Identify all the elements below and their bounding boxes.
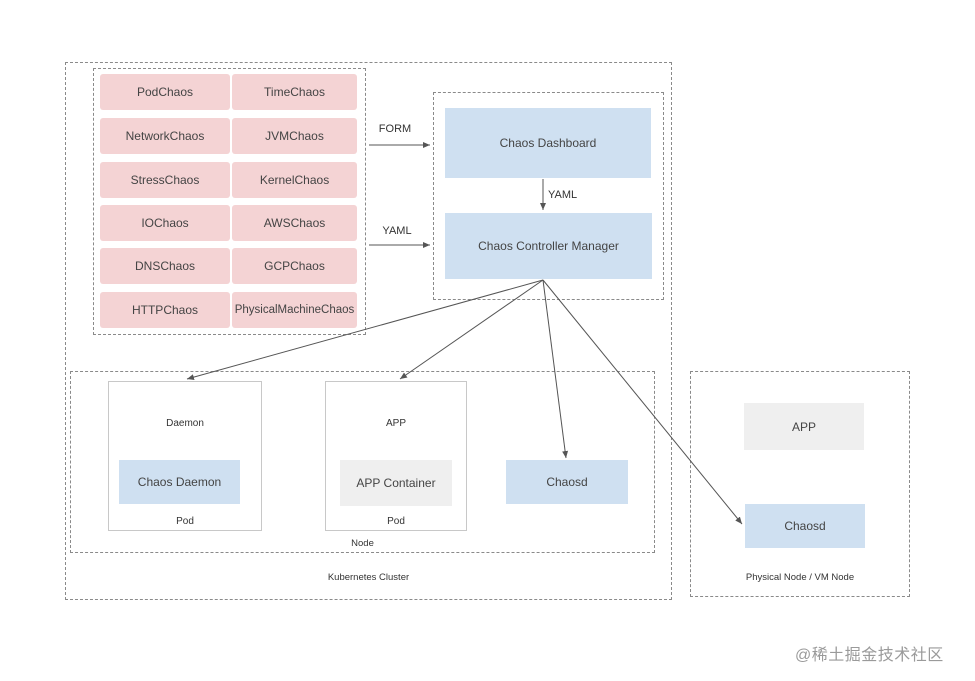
kubernetes-cluster-label: Kubernetes Cluster xyxy=(327,572,410,583)
chaos-type-physical-machine: PhysicalMachineChaos xyxy=(232,292,357,328)
chaos-type-kernel: KernelChaos xyxy=(232,162,357,198)
chaos-dashboard: Chaos Dashboard xyxy=(445,108,651,178)
kubernetes-cluster-boundary xyxy=(65,62,672,600)
chaos-type-aws: AWSChaos xyxy=(232,205,357,241)
app-pod-footer: Pod xyxy=(387,516,405,527)
chaos-types-group xyxy=(93,68,366,335)
yaml-edge-label-mid: YAML xyxy=(548,189,578,201)
node-boundary xyxy=(70,371,655,553)
yaml-edge-label-left: YAML xyxy=(382,225,412,237)
daemon-pod-title: Daemon xyxy=(166,418,204,429)
chaos-type-dns: DNSChaos xyxy=(100,248,230,284)
controller-group xyxy=(433,92,664,300)
physical-chaosd: Chaosd xyxy=(745,504,865,548)
chaos-type-stress: StressChaos xyxy=(100,162,230,198)
chaos-type-gcp: GCPChaos xyxy=(232,248,357,284)
app-container: APP Container xyxy=(340,460,452,506)
chaos-type-network: NetworkChaos xyxy=(100,118,230,154)
arrow-to-physical-chaosd xyxy=(542,279,743,525)
chaos-controller-manager: Chaos Controller Manager xyxy=(445,213,652,279)
chaos-type-io: IOChaos xyxy=(100,205,230,241)
chaos-type-http: HTTPChaos xyxy=(100,292,230,328)
watermark: @稀土掘金技术社区 xyxy=(795,647,944,664)
chaosd-node: Chaosd xyxy=(506,460,628,504)
daemon-pod xyxy=(108,381,262,531)
daemon-pod-footer: Pod xyxy=(176,516,194,527)
arrow-to-chaosd-node xyxy=(542,279,569,459)
physical-node-label: Physical Node / VM Node xyxy=(745,572,855,583)
arrow-to-daemon-pod xyxy=(186,279,544,381)
physical-node-boundary xyxy=(690,371,910,597)
node-label: Node xyxy=(351,538,374,549)
app-pod xyxy=(325,381,467,531)
app-pod-title: APP xyxy=(385,418,406,429)
chaos-daemon: Chaos Daemon xyxy=(119,460,240,504)
chaos-type-pod: PodChaos xyxy=(100,74,230,110)
chaos-type-jvm: JVMChaos xyxy=(232,118,357,154)
chaos-type-time: TimeChaos xyxy=(232,74,357,110)
physical-app: APP xyxy=(744,403,864,450)
arrow-to-app-pod xyxy=(399,279,544,380)
form-edge-label: FORM xyxy=(378,123,412,135)
